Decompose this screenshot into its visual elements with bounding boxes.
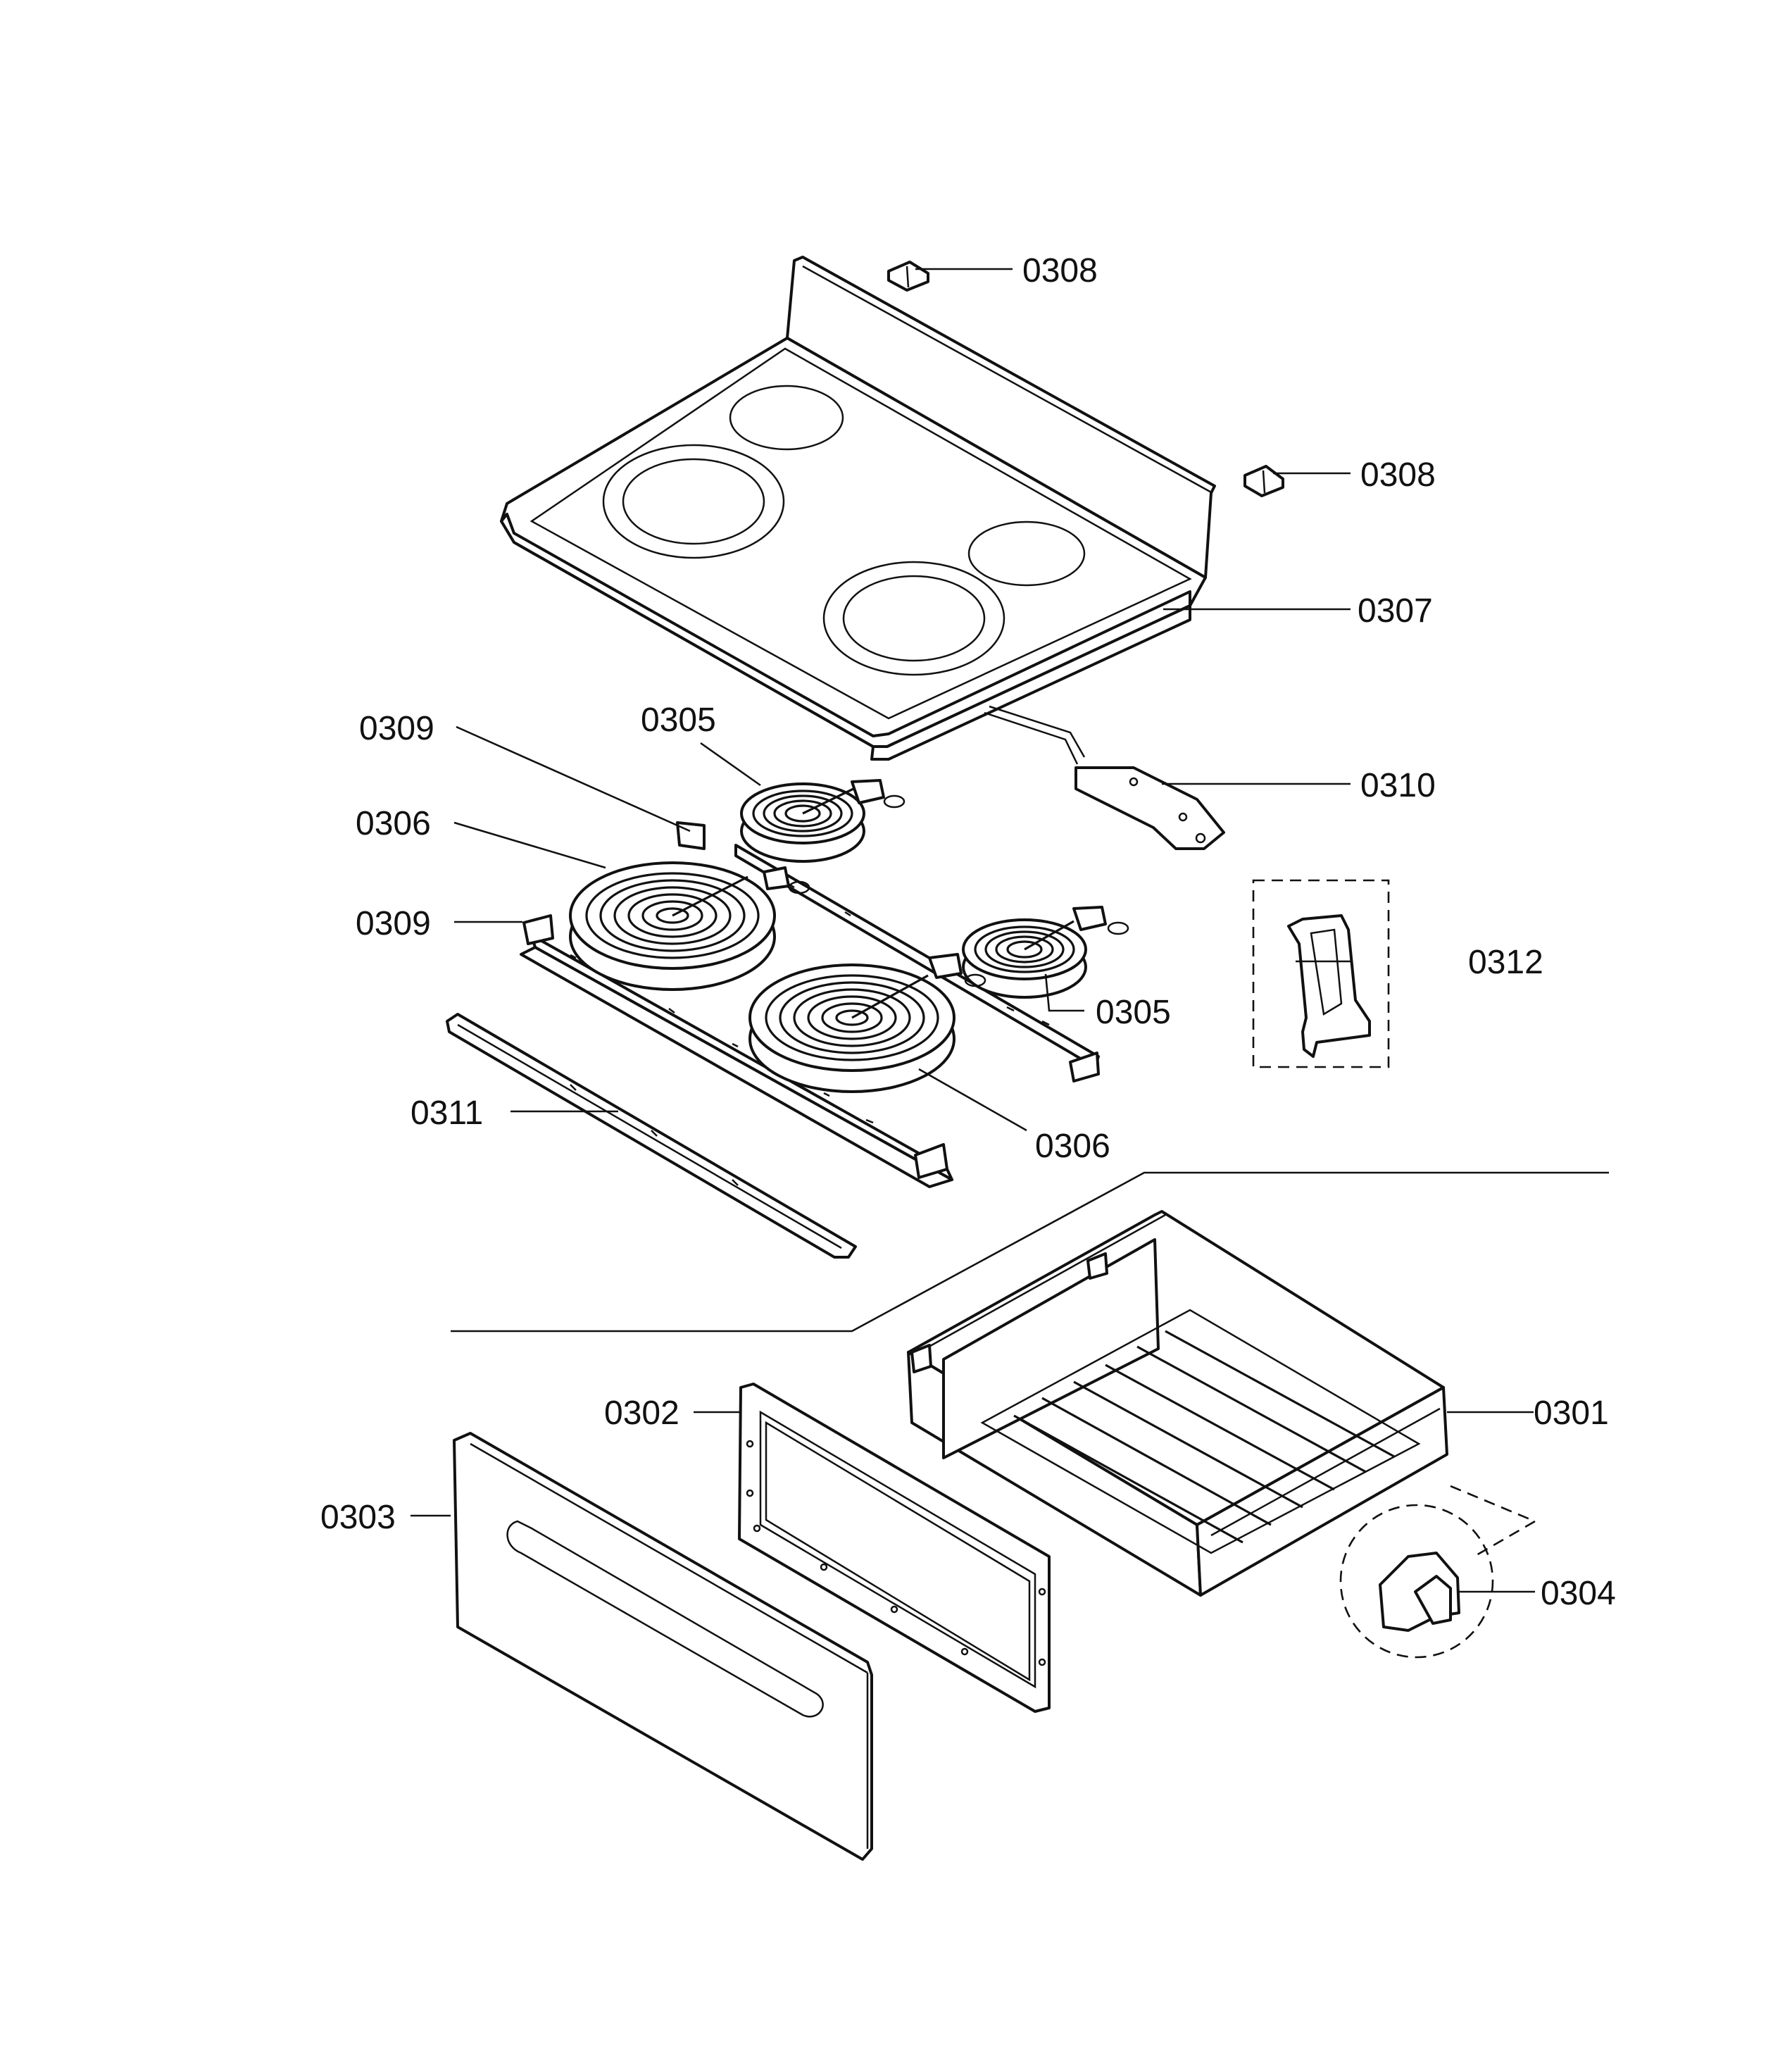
callout-0304: 0304 — [1541, 1575, 1616, 1612]
drawer-front-panel — [453, 1432, 873, 1861]
section-separator-line — [451, 1171, 1609, 1333]
callout-0307: 0307 — [1358, 592, 1433, 630]
callout-0310: 0310 — [1360, 767, 1436, 804]
callout-0308-top: 0308 — [1022, 252, 1098, 289]
callout-0312: 0312 — [1468, 944, 1543, 981]
cooktop-part — [500, 256, 1216, 761]
callout-0305-rear: 0305 — [641, 701, 716, 739]
hold-down-clip-upper — [887, 261, 929, 292]
detail-circle-0304 — [1339, 1485, 1537, 1659]
callout-0308-right: 0308 — [1360, 456, 1436, 494]
detail-box-0312 — [1252, 879, 1390, 1068]
callout-0302: 0302 — [604, 1395, 679, 1432]
front-trim-strip — [446, 1013, 857, 1259]
callout-0303: 0303 — [320, 1499, 396, 1536]
burner-support-bracket — [520, 821, 1100, 1188]
callout-0305-front: 0305 — [1096, 994, 1171, 1031]
leader-lines — [411, 268, 1535, 1593]
small-surface-element-rear — [740, 779, 906, 863]
large-surface-element-right — [748, 953, 986, 1093]
drawer-inner-panel — [738, 1383, 1051, 1713]
large-surface-element-left — [569, 861, 810, 991]
callout-0306-left: 0306 — [356, 805, 431, 842]
harness-bracket-part — [984, 705, 1225, 850]
callout-0309-upper: 0309 — [359, 710, 434, 747]
callout-0306-right: 0306 — [1035, 1128, 1110, 1165]
callout-0301: 0301 — [1534, 1395, 1609, 1432]
small-surface-element-front — [962, 906, 1129, 999]
callout-0311: 0311 — [411, 1094, 483, 1132]
drawer-box-part — [907, 1210, 1448, 1597]
hold-down-clip-lower — [1243, 465, 1284, 497]
callout-0309-lower: 0309 — [356, 905, 431, 942]
